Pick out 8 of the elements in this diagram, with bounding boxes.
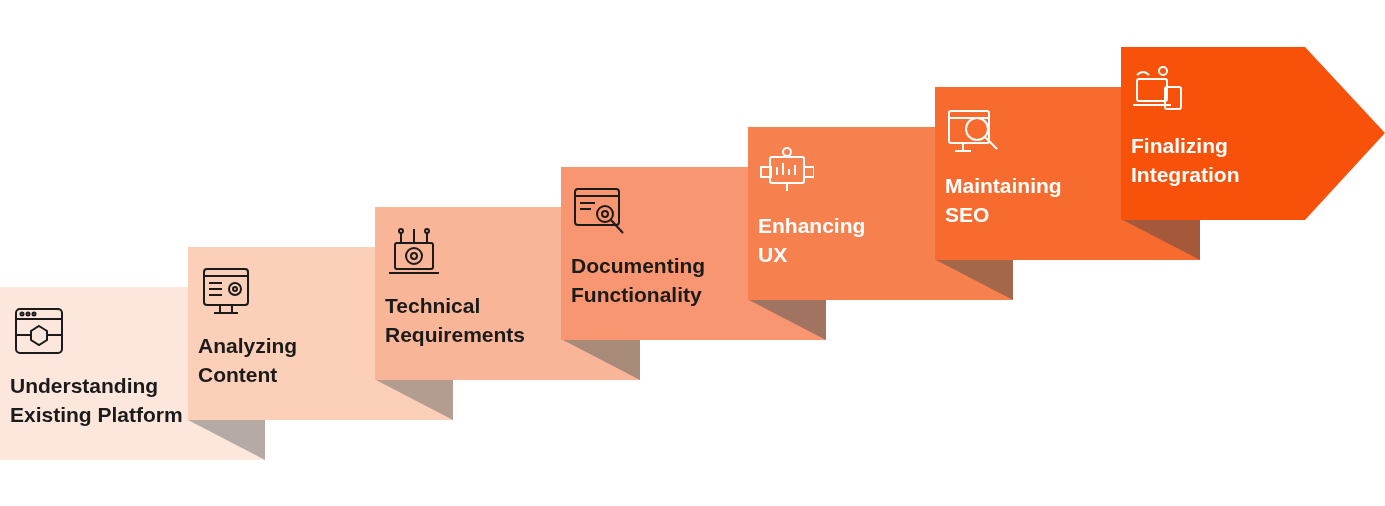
step-label: Understanding Existing Platform xyxy=(10,373,184,428)
step-label: Finalizing Integration xyxy=(1131,133,1241,188)
arrow-step xyxy=(1121,47,1385,220)
step-label: Maintaining SEO xyxy=(945,173,1063,228)
step-label: Technical Requirements xyxy=(385,293,527,348)
step-label: Documenting Functionality xyxy=(571,253,707,308)
step-label: Analyzing Content xyxy=(198,333,299,388)
step-label: Enhancing UX xyxy=(758,213,867,268)
